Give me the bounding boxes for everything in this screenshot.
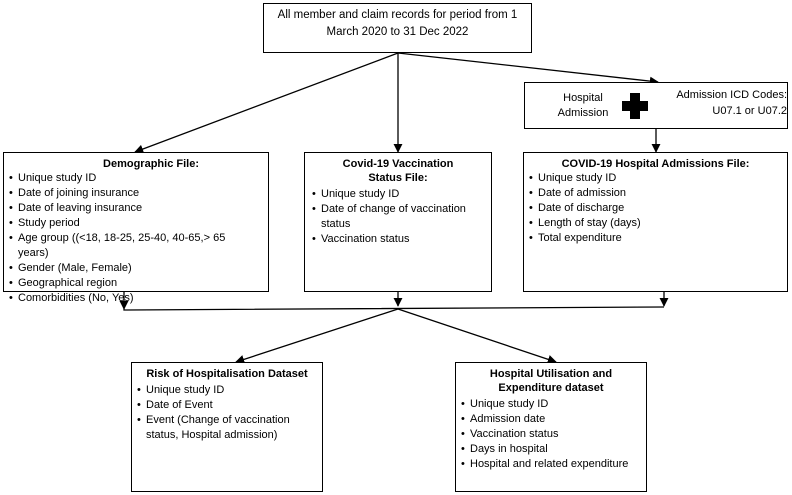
list-item: Unique study ID xyxy=(8,171,264,186)
list-item: Admission date xyxy=(460,412,642,427)
utilisation-dataset-box: Hospital Utilisation and Expenditure dat… xyxy=(455,362,647,492)
arrow-merge-to-risk xyxy=(235,308,399,364)
hospital-admissions-file-list: Unique study ID Date of admission Date o… xyxy=(528,171,783,246)
hospital-admissions-file-box: COVID-19 Hospital Admissions File: Uniqu… xyxy=(523,152,788,292)
source-records-text: All member and claim records for period … xyxy=(277,9,518,38)
list-item: Unique study ID xyxy=(311,187,485,202)
list-item: Comorbidities (No, Yes) xyxy=(8,291,264,306)
demographic-file-title: Demographic File: xyxy=(103,158,199,170)
list-item: Date of leaving insurance xyxy=(8,201,264,216)
risk-dataset-list: Unique study ID Date of Event Event (Cha… xyxy=(136,383,318,443)
vaccination-status-title: Covid-19 Vaccination Status File: xyxy=(342,158,454,184)
list-item: Date of discharge xyxy=(528,201,783,216)
list-item: Date of admission xyxy=(528,186,783,201)
list-item: Date of joining insurance xyxy=(8,186,264,201)
demographic-file-box: Demographic File: Unique study ID Date o… xyxy=(3,152,269,306)
hospital-cross-icon xyxy=(622,93,648,119)
hospital-admission-label: Hospital Admission xyxy=(557,92,609,119)
list-item: Unique study ID xyxy=(136,383,318,398)
vaccination-status-box: Covid-19 Vaccination Status File: Unique… xyxy=(304,152,492,292)
list-item: Date of Event xyxy=(136,398,318,413)
merge-line xyxy=(123,306,665,311)
list-item: Vaccination status xyxy=(311,232,485,247)
arrow-merge-to-utilisation xyxy=(397,308,557,364)
list-item: Vaccination status xyxy=(460,427,642,442)
list-item: Gender (Male, Female) xyxy=(8,261,264,276)
list-item: Days in hospital xyxy=(460,442,642,457)
utilisation-dataset-title: Hospital Utilisation and Expenditure dat… xyxy=(489,368,613,394)
hospital-admissions-file-title: COVID-19 Hospital Admissions File: xyxy=(561,158,750,170)
list-item: Age group ((<18, 18-25, 25-40, 40-65,> 6… xyxy=(8,231,264,261)
utilisation-dataset-list: Unique study ID Admission date Vaccinati… xyxy=(460,397,642,472)
list-item: Study period xyxy=(8,216,264,231)
list-item: Unique study ID xyxy=(460,397,642,412)
list-item: Date of change of vaccination status xyxy=(311,202,485,232)
list-item: Unique study ID xyxy=(528,171,783,186)
list-item: Event (Change of vaccination status, Hos… xyxy=(136,413,318,443)
hospital-admission-box: Hospital Admission Admission ICD Codes: … xyxy=(524,82,788,129)
demographic-file-list: Unique study ID Date of joining insuranc… xyxy=(8,171,264,306)
vaccination-status-list: Unique study ID Date of change of vaccin… xyxy=(311,187,485,247)
list-item: Total expenditure xyxy=(528,231,783,246)
arrow-source-to-demographic xyxy=(134,52,399,154)
list-item: Length of stay (days) xyxy=(528,216,783,231)
list-item: Hospital and related expenditure xyxy=(460,457,642,472)
admission-icd-codes: Admission ICD Codes: U07.1 or U07.2 xyxy=(676,89,787,117)
risk-dataset-box: Risk of Hospitalisation Dataset Unique s… xyxy=(131,362,323,492)
risk-dataset-title: Risk of Hospitalisation Dataset xyxy=(146,368,308,380)
source-records-box: All member and claim records for period … xyxy=(263,3,532,53)
list-item: Geographical region xyxy=(8,276,264,291)
arrow-source-to-admission xyxy=(397,52,659,86)
